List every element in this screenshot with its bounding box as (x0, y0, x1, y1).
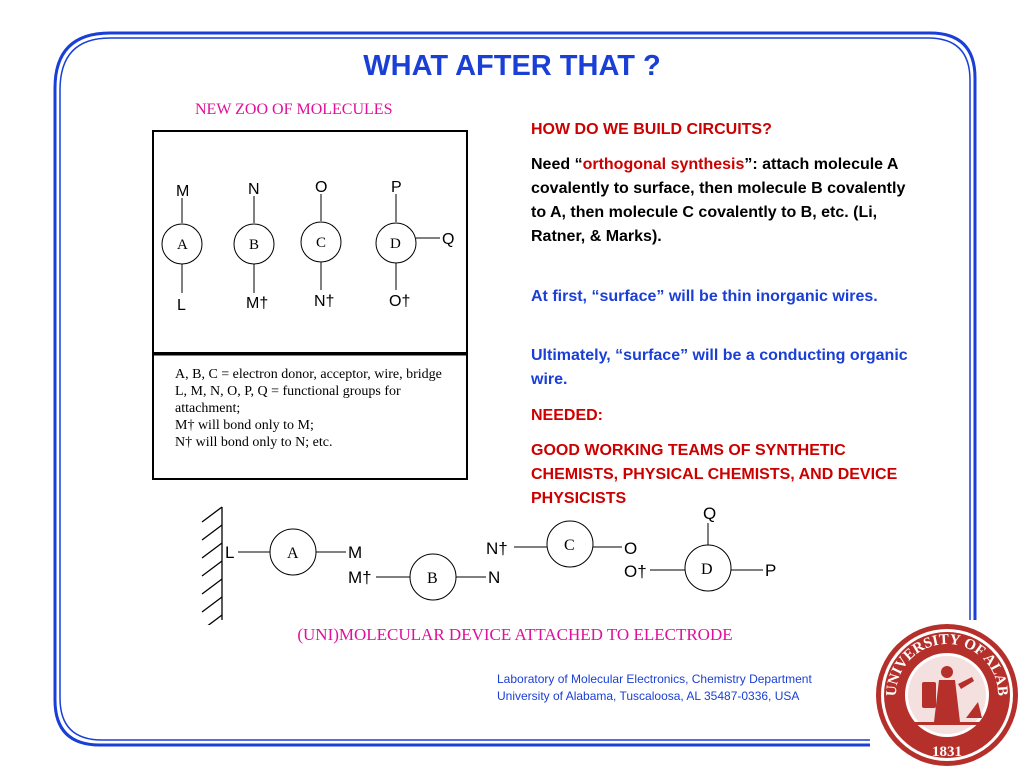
molecule-a-bottom: L (177, 297, 186, 314)
device-O-dagger: O† (624, 562, 647, 581)
molecule-b-bottom: M† (246, 295, 268, 312)
legend-line: L, M, N, O, P, Q = functional groups for… (175, 384, 401, 416)
device-C: C (564, 537, 575, 554)
need-suffix: ”: attach molecule A covalently to surfa… (531, 156, 906, 245)
need-paragraph: Need “orthogonal synthesis”: attach mole… (531, 153, 911, 249)
molecule-a-top: M (176, 183, 189, 200)
device-N-dagger: N† (486, 539, 508, 558)
molecule-c-bottom: N† (314, 293, 334, 310)
device-M: M (348, 543, 362, 562)
seal-figure-icon (914, 666, 982, 725)
molecule-zoo-diagram: M A L N B M† O C N† P D O† Q (152, 130, 468, 480)
molecule-b-name: B (249, 237, 259, 253)
device-caption: (UNI)MOLECULAR DEVICE ATTACHED TO ELECTR… (297, 625, 733, 644)
device-A: A (287, 545, 299, 562)
device-L: L (225, 543, 234, 562)
device-N: N (488, 568, 500, 587)
molecule-d-side: Q (442, 231, 454, 248)
zoo-title: NEW ZOO OF MOLECULES (195, 101, 393, 118)
device-M-dagger: M† (348, 568, 372, 587)
molecule-legend: A, B, C = electron donor, acceptor, wire… (175, 366, 460, 451)
molecule-b-top: N (248, 181, 260, 198)
at-first-paragraph: At first, “surface” will be thin inorgan… (531, 288, 878, 305)
molecule-c: O C N† (300, 179, 342, 310)
molecule-d-bottom: O† (389, 293, 410, 310)
device-P: P (765, 561, 776, 580)
legend-line: N† will bond only to N; etc. (175, 435, 333, 450)
molecule-a: M A L (161, 183, 203, 314)
molecule-d: P D O† Q (375, 179, 454, 310)
need-prefix: Need “ (531, 156, 583, 173)
device-O: O (624, 539, 637, 558)
legend-line: M† will bond only to M; (175, 418, 314, 433)
legend-line: A, B, C = electron donor, acceptor, wire… (175, 367, 442, 382)
footer-line-2: University of Alabama, Tuscaloosa, AL 35… (497, 689, 800, 703)
molecule-c-top: O (315, 179, 327, 196)
device-Q: Q (703, 504, 716, 523)
molecule-a-name: A (177, 237, 188, 253)
electrode-hatch (201, 506, 223, 625)
orthogonal-synthesis: orthogonal synthesis (582, 156, 745, 173)
lab-footer: Laboratory of Molecular Electronics, Che… (497, 671, 812, 705)
molecule-d-top: P (391, 179, 402, 196)
ultimately-paragraph: Ultimately, “surface” will be a conducti… (531, 347, 908, 388)
teams-paragraph: GOOD WORKING TEAMS OF SYNTHETIC CHEMISTS… (531, 442, 898, 507)
seal-year: 1831 (932, 744, 962, 760)
molecule-b: N B M† (233, 181, 275, 312)
university-seal-logo: THE UNIVERSITY OF ALABAMA 1831 (874, 622, 1018, 766)
molecular-device-diagram: L A M M† B N N† C O O† D Q P (201, 504, 776, 625)
slide-title: WHAT AFTER THAT ? (363, 50, 661, 82)
footer-line-1: Laboratory of Molecular Electronics, Che… (497, 672, 812, 686)
needed-label: NEEDED: (531, 407, 604, 424)
molecule-d-name: D (390, 236, 401, 252)
device-D: D (701, 561, 713, 578)
circuits-heading: HOW DO WE BUILD CIRCUITS? (531, 121, 772, 138)
molecule-c-name: C (316, 235, 326, 251)
device-B: B (427, 570, 438, 587)
